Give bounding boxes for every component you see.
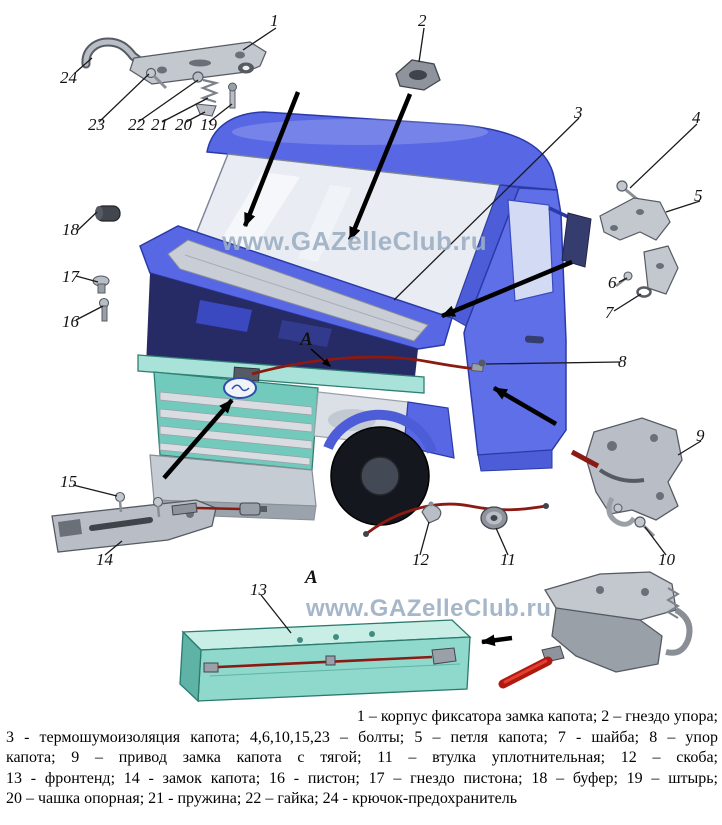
part-label-8: 8 [618, 352, 627, 371]
part-label-10: 10 [658, 550, 675, 569]
part-label-11: 11 [500, 550, 516, 569]
gaz-badge [223, 377, 257, 399]
part-label-4: 4 [692, 108, 701, 127]
part-label-21: 21 [151, 115, 168, 134]
part-9-lock-drive [570, 417, 683, 527]
part-label-20: 20 [175, 115, 192, 134]
part-label-2: 2 [418, 11, 427, 30]
part-22-nut [192, 71, 204, 83]
frontend-crossbeam [137, 354, 425, 394]
caption-line-4: 13 - фронтенд; 14 - замок капота; 16 - п… [6, 769, 718, 787]
part-18-buffer [95, 205, 121, 222]
cab-roof [206, 111, 558, 191]
diagram-art [51, 27, 702, 703]
part-label-15: 15 [60, 472, 77, 491]
part-12-clip [421, 504, 442, 524]
part-2-stop-socket [395, 59, 441, 91]
legend-caption: 1 – корпус фиксатора замка капота; 2 – г… [6, 707, 718, 810]
part-7-washer [636, 286, 652, 298]
watermark: www.GAZelleClub.ru [222, 226, 488, 256]
part-label-5: 5 [694, 186, 703, 205]
part-label-7: 7 [605, 303, 614, 322]
caption-line-1: 1 – корпус фиксатора замка капота; 2 – г… [356, 708, 718, 725]
part-8-hood-stop [478, 359, 486, 367]
part-label-16: 16 [62, 312, 79, 331]
part-17-piston-socket [92, 275, 110, 294]
drive-cable-stub [570, 449, 600, 469]
part-14-hood-lock [51, 491, 267, 553]
part-label-24: 24 [60, 68, 77, 87]
part-label-14: 14 [96, 550, 113, 569]
part-23-bolt [145, 67, 157, 79]
caption-line-3: капота; 9 – привод замка капота с тягой;… [6, 749, 718, 766]
door-handle [524, 335, 544, 344]
leader-lines [72, 27, 702, 634]
view-mark-a-detail: А [305, 567, 318, 588]
detail-a-lock-zoom [498, 571, 693, 689]
part-label-18: 18 [62, 220, 79, 239]
part-label-22: 22 [128, 115, 145, 134]
part-20-support-cup [195, 103, 217, 117]
part-16-piston [98, 297, 110, 322]
caption-line-5: 20 – чашка опорная; 21 - пружина; 22 – г… [6, 790, 518, 807]
detail-a-frontend-beam [179, 619, 472, 703]
hood-insulation [167, 239, 429, 342]
caption-line-2: 3 - термошумоизоляция капота; 4,6,10,15,… [6, 728, 718, 746]
part-label-13: 13 [250, 580, 267, 599]
cable-clip-grommet [363, 501, 549, 537]
side-mirror [561, 212, 592, 268]
part-label-1: 1 [270, 11, 279, 30]
hood-latch-upper-assembly [81, 37, 267, 117]
detail-cable-run [217, 655, 433, 669]
part-15-bolt [114, 491, 126, 503]
cab-illustration [137, 111, 592, 526]
part-label-12: 12 [412, 550, 429, 569]
part-label-3: 3 [574, 103, 583, 122]
part-label-17: 17 [62, 267, 79, 286]
pointer-arrows [162, 91, 573, 647]
part-5-hood-hinge [599, 197, 679, 295]
part-15-bolt-2 [152, 496, 164, 508]
part-label-9: 9 [696, 426, 705, 445]
view-mark-a-main: А [300, 329, 313, 350]
part-label-19: 19 [200, 115, 217, 134]
watermark-detail: www.GAZelleClub.ru [306, 595, 552, 622]
part-label-6: 6 [608, 273, 617, 292]
part-label-23: 23 [88, 115, 105, 134]
part-21-spring [199, 78, 220, 104]
